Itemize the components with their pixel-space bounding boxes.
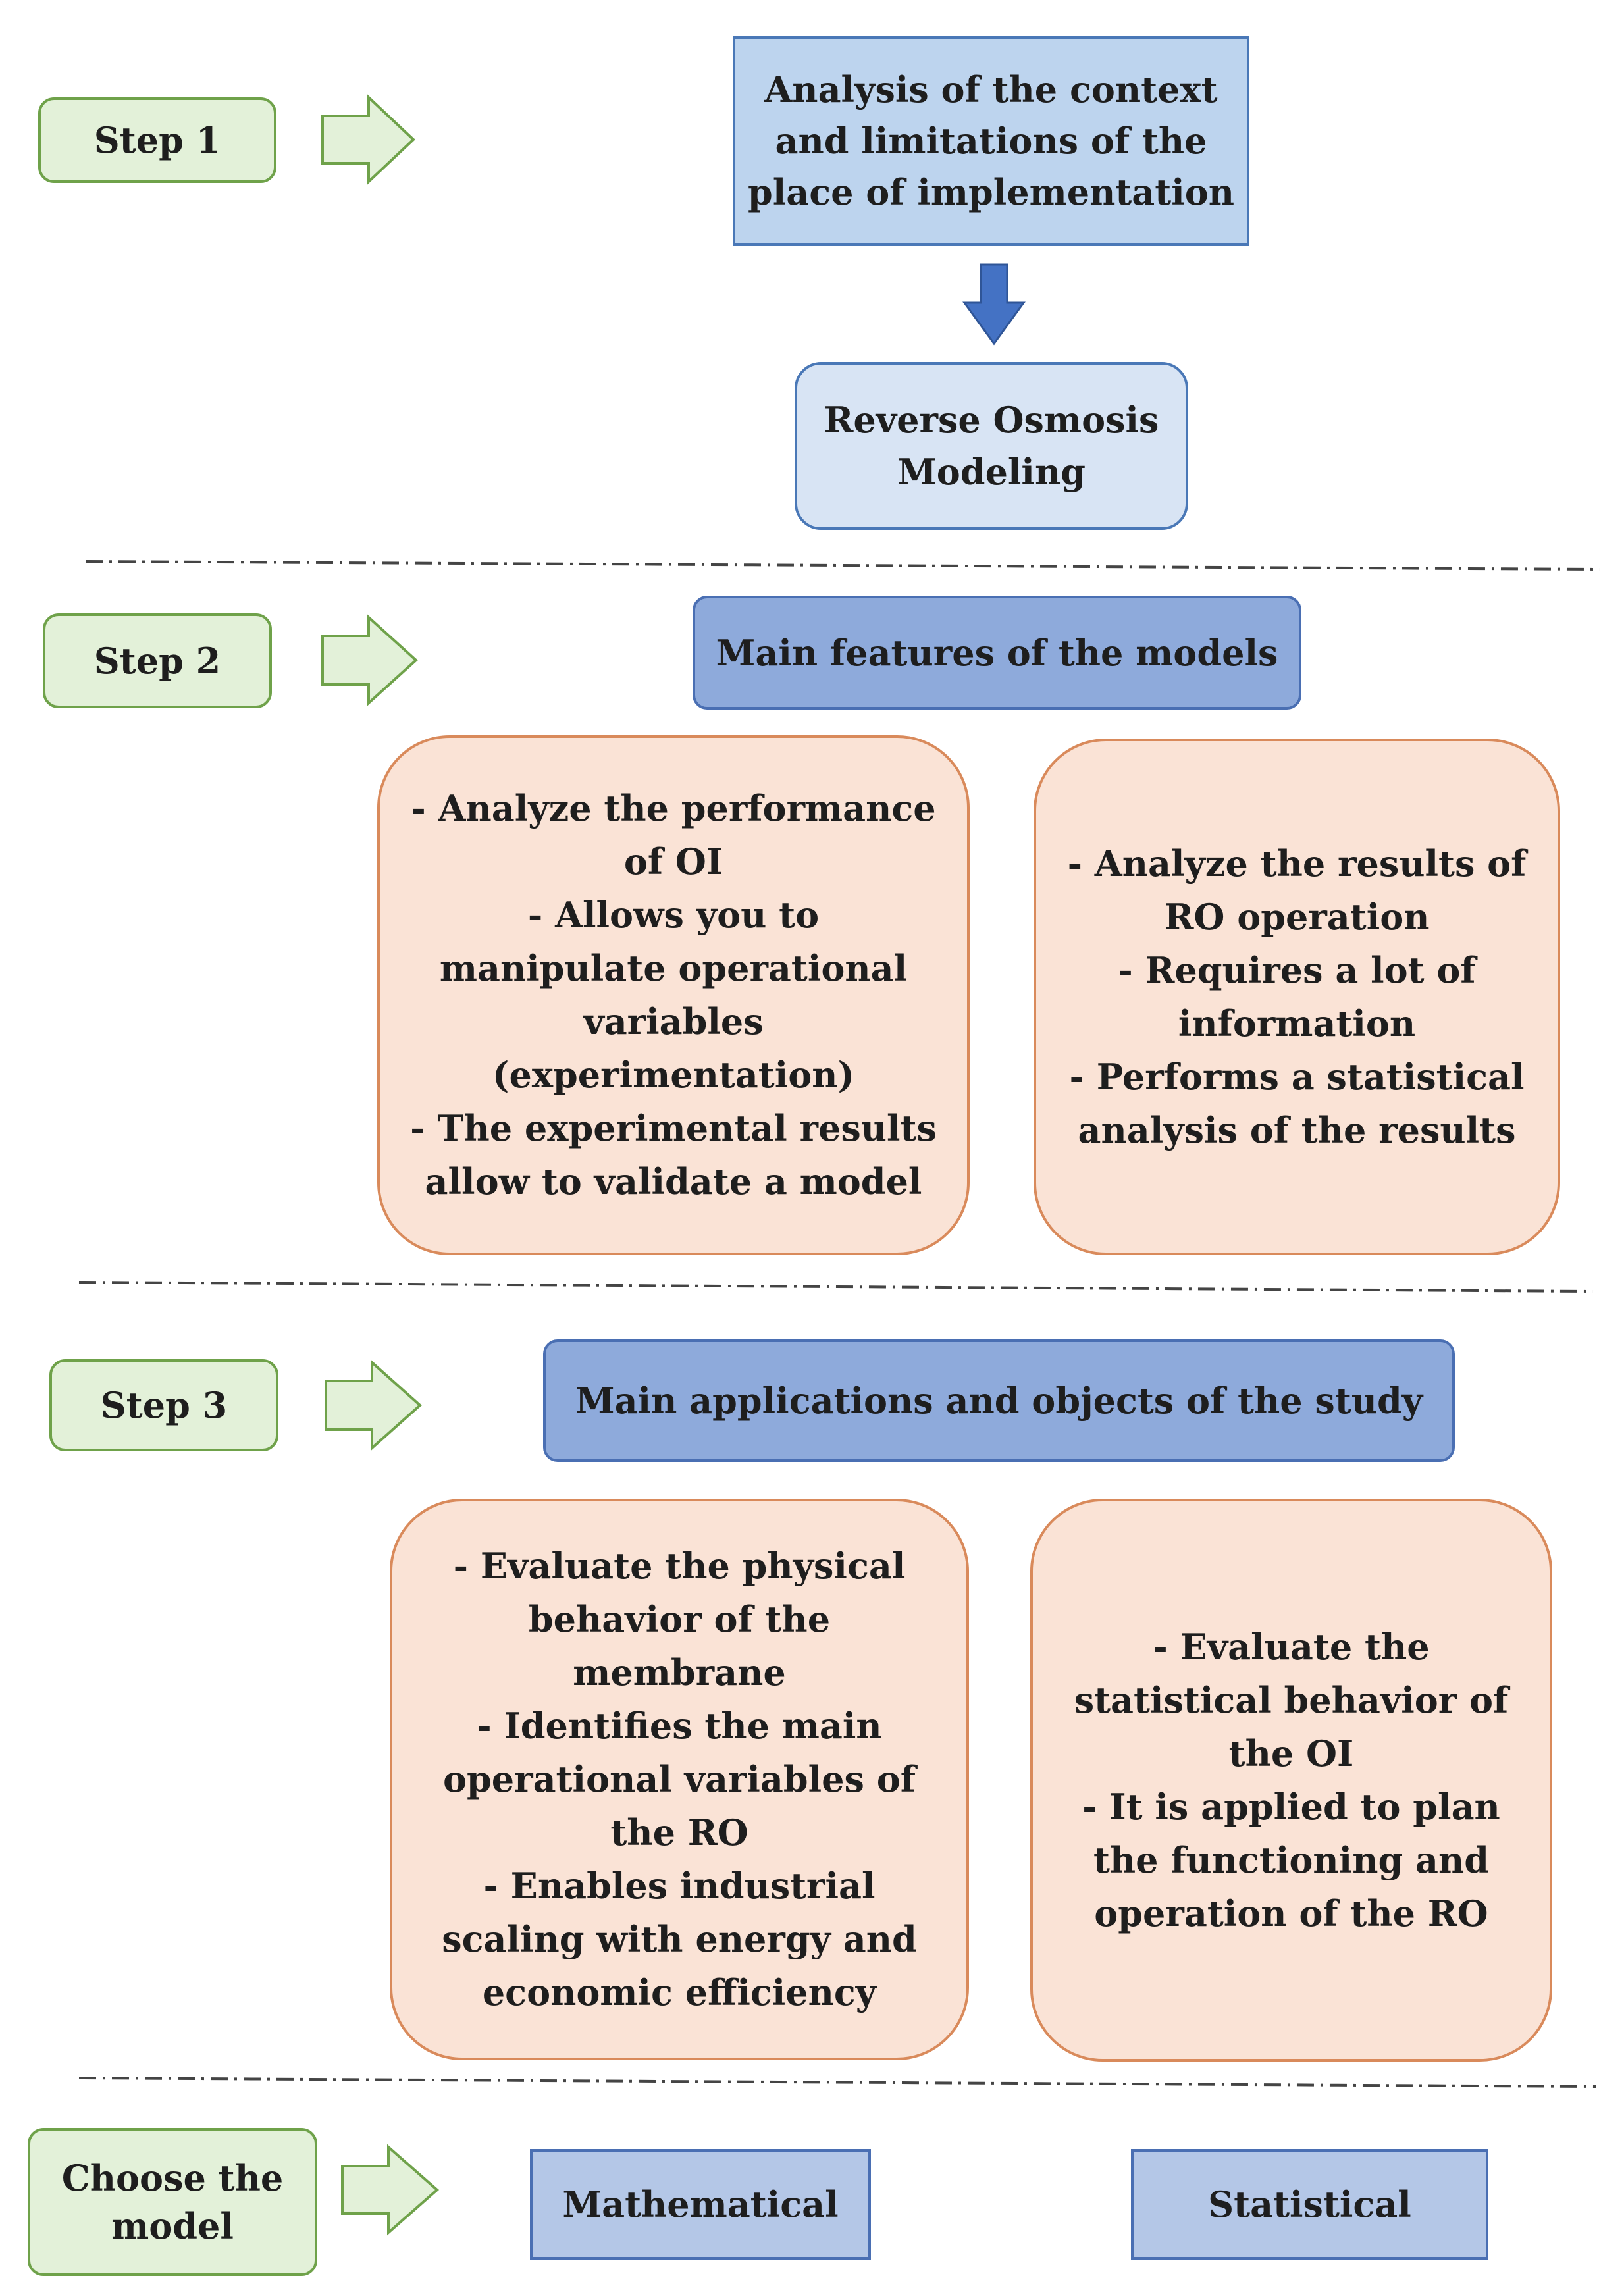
statistical-applications-box: - Evaluate the statistical behavior of t… (1030, 1499, 1552, 2062)
statistical-model-box: Statistical (1131, 2149, 1488, 2260)
choose-model-label: Choose the model (28, 2128, 317, 2276)
step3-arrow-icon (325, 1359, 423, 1451)
main-applications-header: Main applications and objects of the stu… (543, 1339, 1455, 1462)
separator-2 (78, 1281, 1594, 1293)
choose-arrow-icon (341, 2144, 440, 2236)
separator-3 (78, 2077, 1597, 2088)
down-arrow-icon (962, 263, 1026, 346)
mathematical-features-box: - Analyze the performance of OI - Allows… (377, 735, 970, 1255)
step1-arrow-icon (321, 94, 415, 185)
reverse-osmosis-modeling-box: Reverse Osmosis Modeling (795, 362, 1188, 530)
step1-label: Step 1 (38, 97, 276, 183)
step2-label: Step 2 (43, 613, 272, 708)
separator-1 (85, 560, 1600, 571)
mathematical-applications-box: - Evaluate the physical behavior of the … (390, 1499, 969, 2060)
context-analysis-box: Analysis of the context and limitations … (733, 36, 1249, 246)
main-features-header: Main features of the models (693, 596, 1301, 710)
mathematical-model-box: Mathematical (530, 2149, 871, 2260)
step2-arrow-icon (321, 614, 418, 706)
step3-label: Step 3 (49, 1359, 278, 1451)
statistical-features-box: - Analyze the results of RO operation - … (1034, 739, 1560, 1255)
